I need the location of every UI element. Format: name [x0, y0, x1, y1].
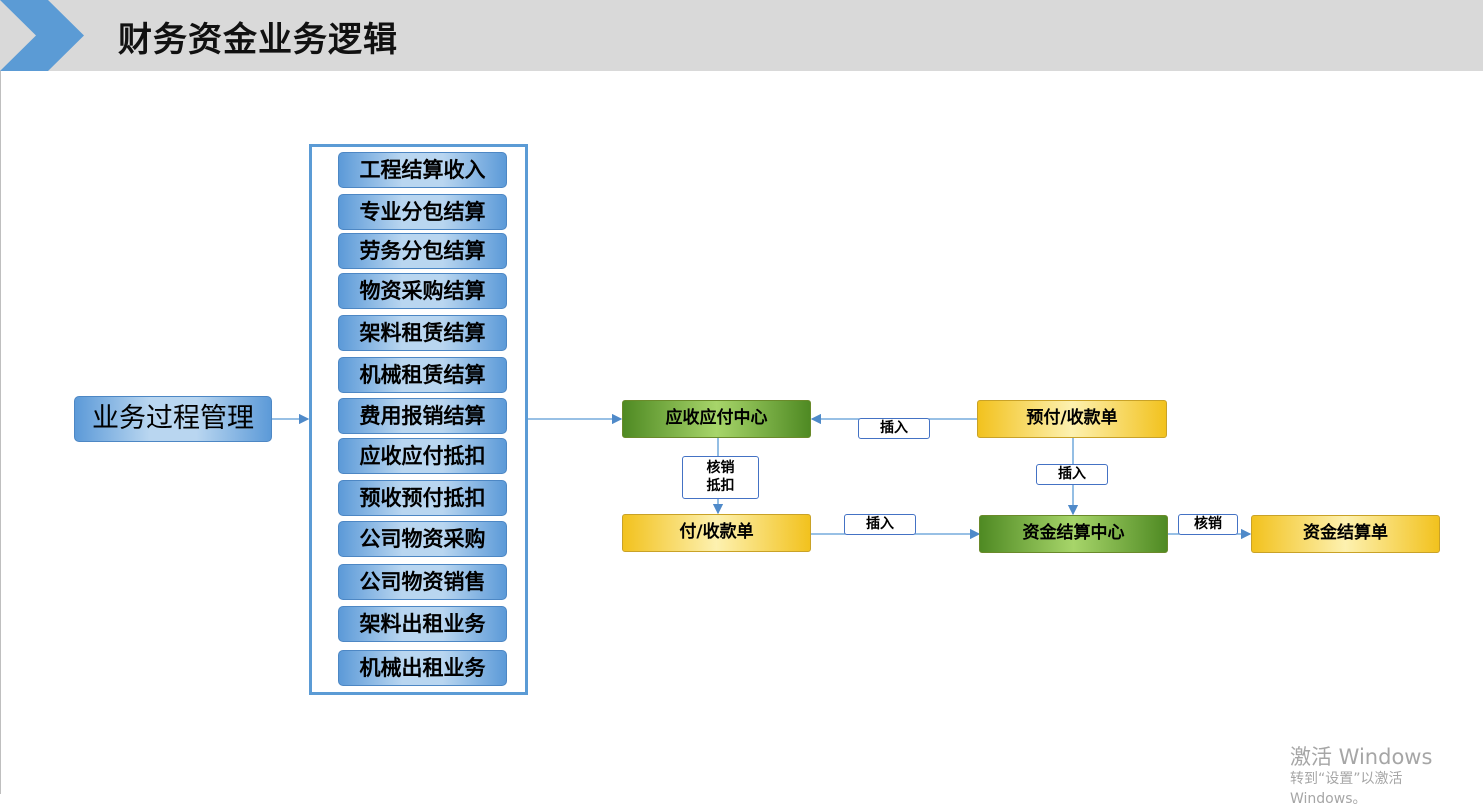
settlement-list-container: [309, 144, 528, 695]
ar-ap-center-node: 应收应付中心: [622, 400, 811, 438]
insert-label: 插入: [858, 418, 930, 439]
writeoff-deduct-label: 核销 抵扣: [682, 456, 759, 499]
settlement-item: 预收预付抵扣: [338, 480, 507, 516]
activation-watermark-title: 激活 Windows: [1290, 745, 1433, 769]
pay-receipt-node: 付/收款单: [622, 514, 811, 552]
fund-settlement-center-node: 资金结算中心: [979, 515, 1168, 553]
activation-watermark-subtitle: 转到“设置”以激活 Windows。: [1290, 771, 1403, 807]
settlement-item: 架料租赁结算: [338, 315, 507, 351]
settlement-item: 专业分包结算: [338, 194, 507, 230]
settlement-item: 架料出租业务: [338, 606, 507, 642]
business-process-box: 业务过程管理: [74, 396, 272, 442]
page-title: 财务资金业务逻辑: [118, 20, 398, 60]
settlement-item: 机械租赁结算: [338, 357, 507, 393]
insert-label: 插入: [844, 514, 916, 535]
settlement-item: 工程结算收入: [338, 152, 507, 188]
settlement-item: 公司物资采购: [338, 521, 507, 557]
prepay-receipt-node: 预付/收款单: [977, 400, 1167, 438]
deduct-text: 抵扣: [706, 478, 735, 494]
settlement-item: 公司物资销售: [338, 564, 507, 600]
insert-label: 插入: [1036, 464, 1108, 485]
settlement-item: 机械出租业务: [338, 650, 507, 686]
header-bar: 财务资金业务逻辑: [0, 0, 1483, 71]
settlement-item: 劳务分包结算: [338, 233, 507, 269]
settlement-item: 费用报销结算: [338, 398, 507, 434]
writeoff-label: 核销: [1178, 514, 1238, 535]
fund-settlement-doc-node: 资金结算单: [1251, 515, 1440, 553]
chevron-icon: [0, 0, 84, 71]
settlement-item: 应收应付抵扣: [338, 438, 507, 474]
left-border: [0, 71, 1, 794]
settlement-item: 物资采购结算: [338, 273, 507, 309]
writeoff-text: 核销: [706, 460, 735, 476]
